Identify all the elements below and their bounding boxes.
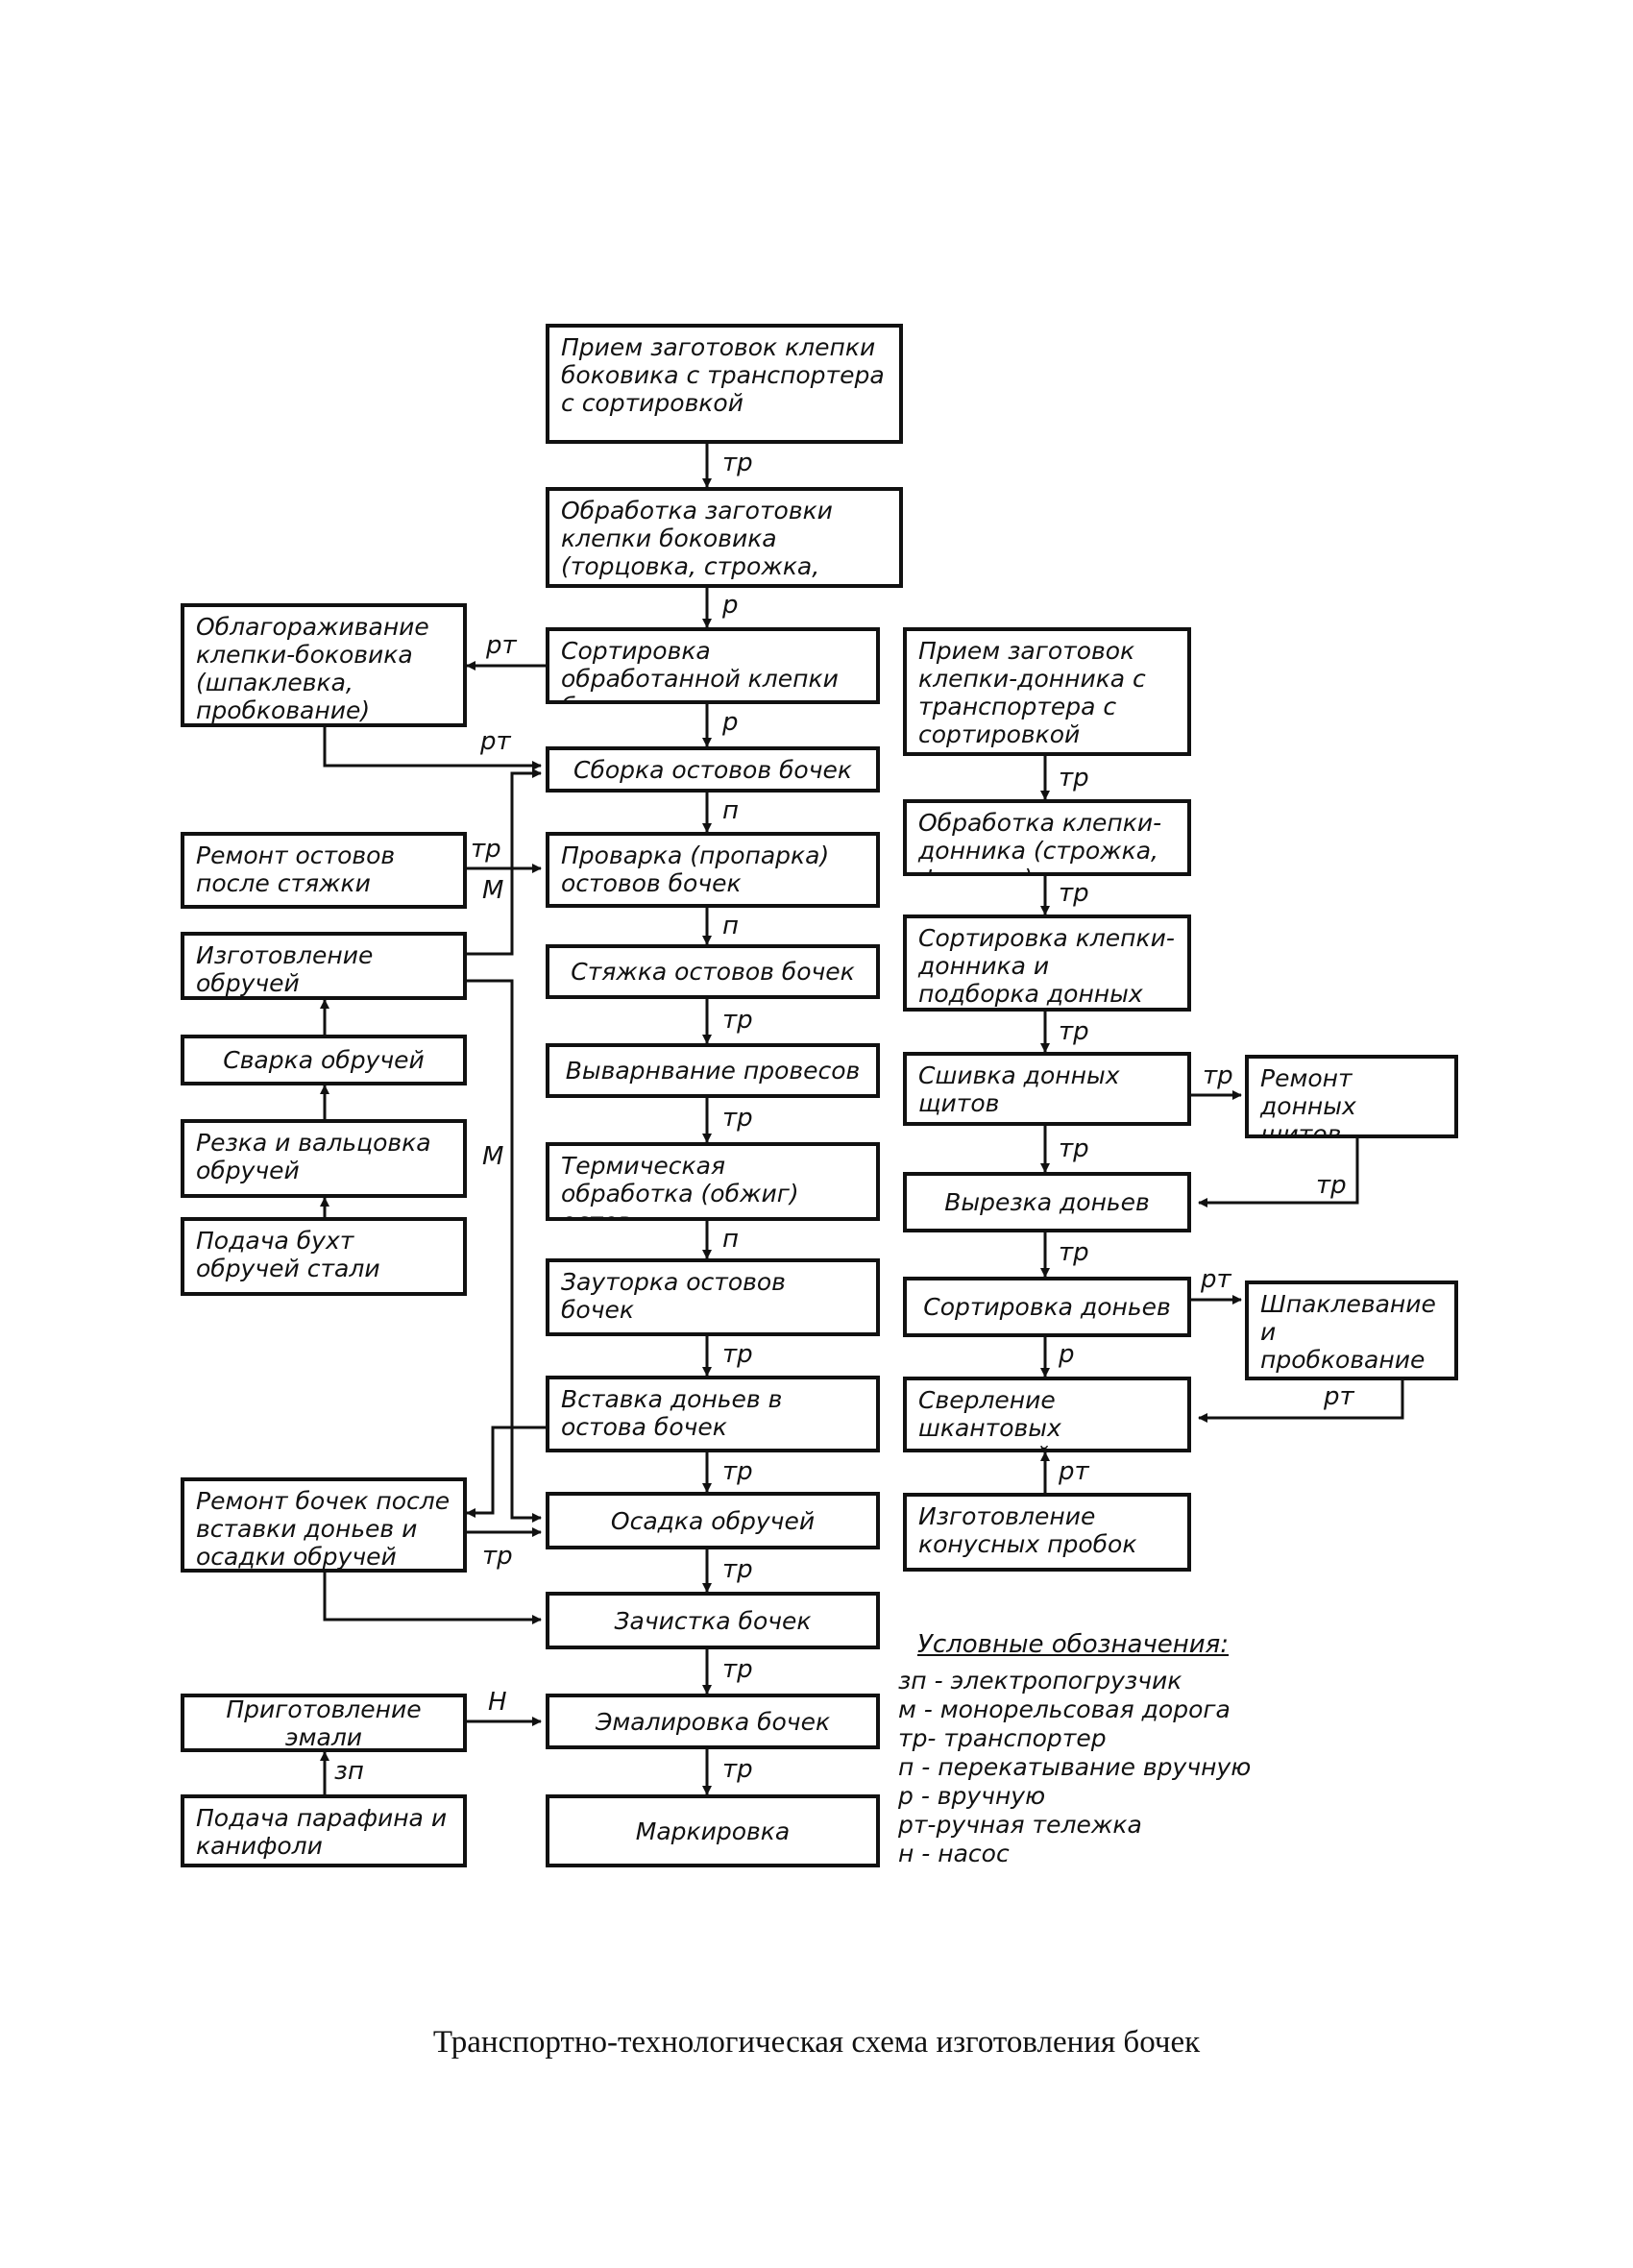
box-b9: Зауторка остовов бочек xyxy=(546,1258,880,1336)
label-tp: тр xyxy=(1059,879,1089,908)
box-l1: Облагораживание клепки-боковика (шпаклев… xyxy=(181,603,467,727)
legend-item: н - насос xyxy=(898,1840,1010,1867)
label-n: п xyxy=(722,796,739,825)
box-b8: Термическая обработка (обжиг) остов xyxy=(546,1142,880,1221)
box-b7: Выварнвание провесов xyxy=(546,1043,880,1098)
box-b11: Осадка обручей xyxy=(546,1492,880,1549)
label-p: р xyxy=(1059,1340,1075,1369)
box-b2: Обработка заготовки клепки боковика (тор… xyxy=(546,487,903,588)
label-tp: тр xyxy=(1059,1134,1089,1163)
label-tp: тр xyxy=(1059,764,1089,793)
label-m: М xyxy=(482,1142,504,1171)
label-pt: рт xyxy=(1201,1265,1231,1294)
label-pt: рт xyxy=(486,631,517,660)
label-tp: тр xyxy=(722,1655,753,1684)
box-b4: Сборка остовов бочек xyxy=(546,746,880,793)
arrow-l1-b4 xyxy=(323,727,542,770)
box-b14: Маркировка xyxy=(546,1794,880,1867)
label-tp: тр xyxy=(722,1457,753,1486)
box-r4: Сшивка донных щитов xyxy=(903,1052,1191,1126)
arrow-b10-l7 xyxy=(466,1426,546,1518)
label-h: Н xyxy=(488,1688,507,1717)
box-r2: Обработка клепки-донника (строжка, фугов… xyxy=(903,799,1191,876)
label-tp: тр xyxy=(722,1755,753,1784)
box-b12: Зачистка бочек xyxy=(546,1592,880,1649)
label-tp: тр xyxy=(722,1555,753,1584)
box-b5: Проварка (пропарка) остовов бочек xyxy=(546,832,880,908)
box-r1: Прием заготовок клепки-донника с транспо… xyxy=(903,627,1191,756)
legend-item: зп - электропогрузчик xyxy=(898,1667,1182,1695)
legend-item: тр- транспортер xyxy=(898,1724,1107,1752)
box-r5: Ремонт донных щитов xyxy=(1245,1055,1458,1138)
legend-item: м - монорельсовая дорога xyxy=(898,1695,1231,1723)
label-n: п xyxy=(722,1225,739,1254)
box-l7: Ремонт бочек после вставки доньев и осад… xyxy=(181,1477,467,1573)
box-l3: Изготовление обручей xyxy=(181,932,467,1000)
box-l8: Приготовление эмали xyxy=(181,1694,467,1752)
legend-item: рт-ручная тележка xyxy=(898,1811,1142,1839)
box-b10: Вставка доньев в остова бочек xyxy=(546,1376,880,1452)
arrow-r5-r6 xyxy=(1198,1138,1359,1207)
box-l4: Сварка обручей xyxy=(181,1035,467,1085)
label-zp: зп xyxy=(334,1757,364,1786)
arrow-r8-r9 xyxy=(1198,1380,1404,1423)
label-p: р xyxy=(722,591,739,620)
label-tp: тр xyxy=(1203,1061,1233,1090)
label-tp: тр xyxy=(722,1104,753,1133)
label-tp: тр xyxy=(722,449,753,477)
label-n: п xyxy=(722,912,739,940)
box-b1: Прием заготовок клепки боковика с трансп… xyxy=(546,324,903,444)
label-tp: тр xyxy=(1059,1017,1089,1046)
box-l2: Ремонт остовов после стяжки xyxy=(181,832,467,909)
label-p: р xyxy=(722,708,739,737)
box-r8: Шпаклевание и пробкование доньев xyxy=(1245,1280,1458,1380)
label-tp: тр xyxy=(1059,1238,1089,1267)
label-pt: рт xyxy=(1324,1382,1354,1411)
label-tp: тр xyxy=(722,1006,753,1035)
box-b13: Эмалировка бочек xyxy=(546,1694,880,1749)
box-l5: Резка и вальцовка обручей xyxy=(181,1119,467,1198)
box-r10: Изготовление конусных пробок xyxy=(903,1493,1191,1572)
figure-caption: Транспортно-технологическая схема изгото… xyxy=(432,2025,1201,2060)
label-pt: рт xyxy=(1059,1457,1089,1486)
arrow-l3-b4 xyxy=(467,768,542,956)
arrow-l7-b12 xyxy=(323,1573,542,1624)
arrow-l3-b11 xyxy=(467,979,542,1523)
box-l9: Подача парафина и канифоли xyxy=(181,1794,467,1867)
box-r9: Сверление шкантовых отверстий xyxy=(903,1377,1191,1452)
label-m: М xyxy=(482,876,504,905)
box-r3: Сортировка клепки-донника и подборка дон… xyxy=(903,915,1191,1012)
label-tp: тр xyxy=(722,1340,753,1369)
legend-title: Условные обозначения: xyxy=(917,1630,1230,1659)
label-tp: тр xyxy=(1316,1171,1347,1200)
label-tp: тр xyxy=(471,835,501,864)
label-pt: рт xyxy=(480,727,511,756)
legend-item: п - перекатывание вручную xyxy=(898,1753,1252,1781)
legend-item: р - вручную xyxy=(898,1782,1046,1810)
box-l6: Подача бухт обручей стали xyxy=(181,1217,467,1296)
label-tp: тр xyxy=(482,1542,513,1571)
box-r6: Вырезка доньев xyxy=(903,1172,1191,1232)
box-b6: Стяжка остовов бочек xyxy=(546,944,880,999)
box-r7: Сортировка доньев xyxy=(903,1277,1191,1337)
box-b3: Сортировка обработанной клепки боковика xyxy=(546,627,880,704)
